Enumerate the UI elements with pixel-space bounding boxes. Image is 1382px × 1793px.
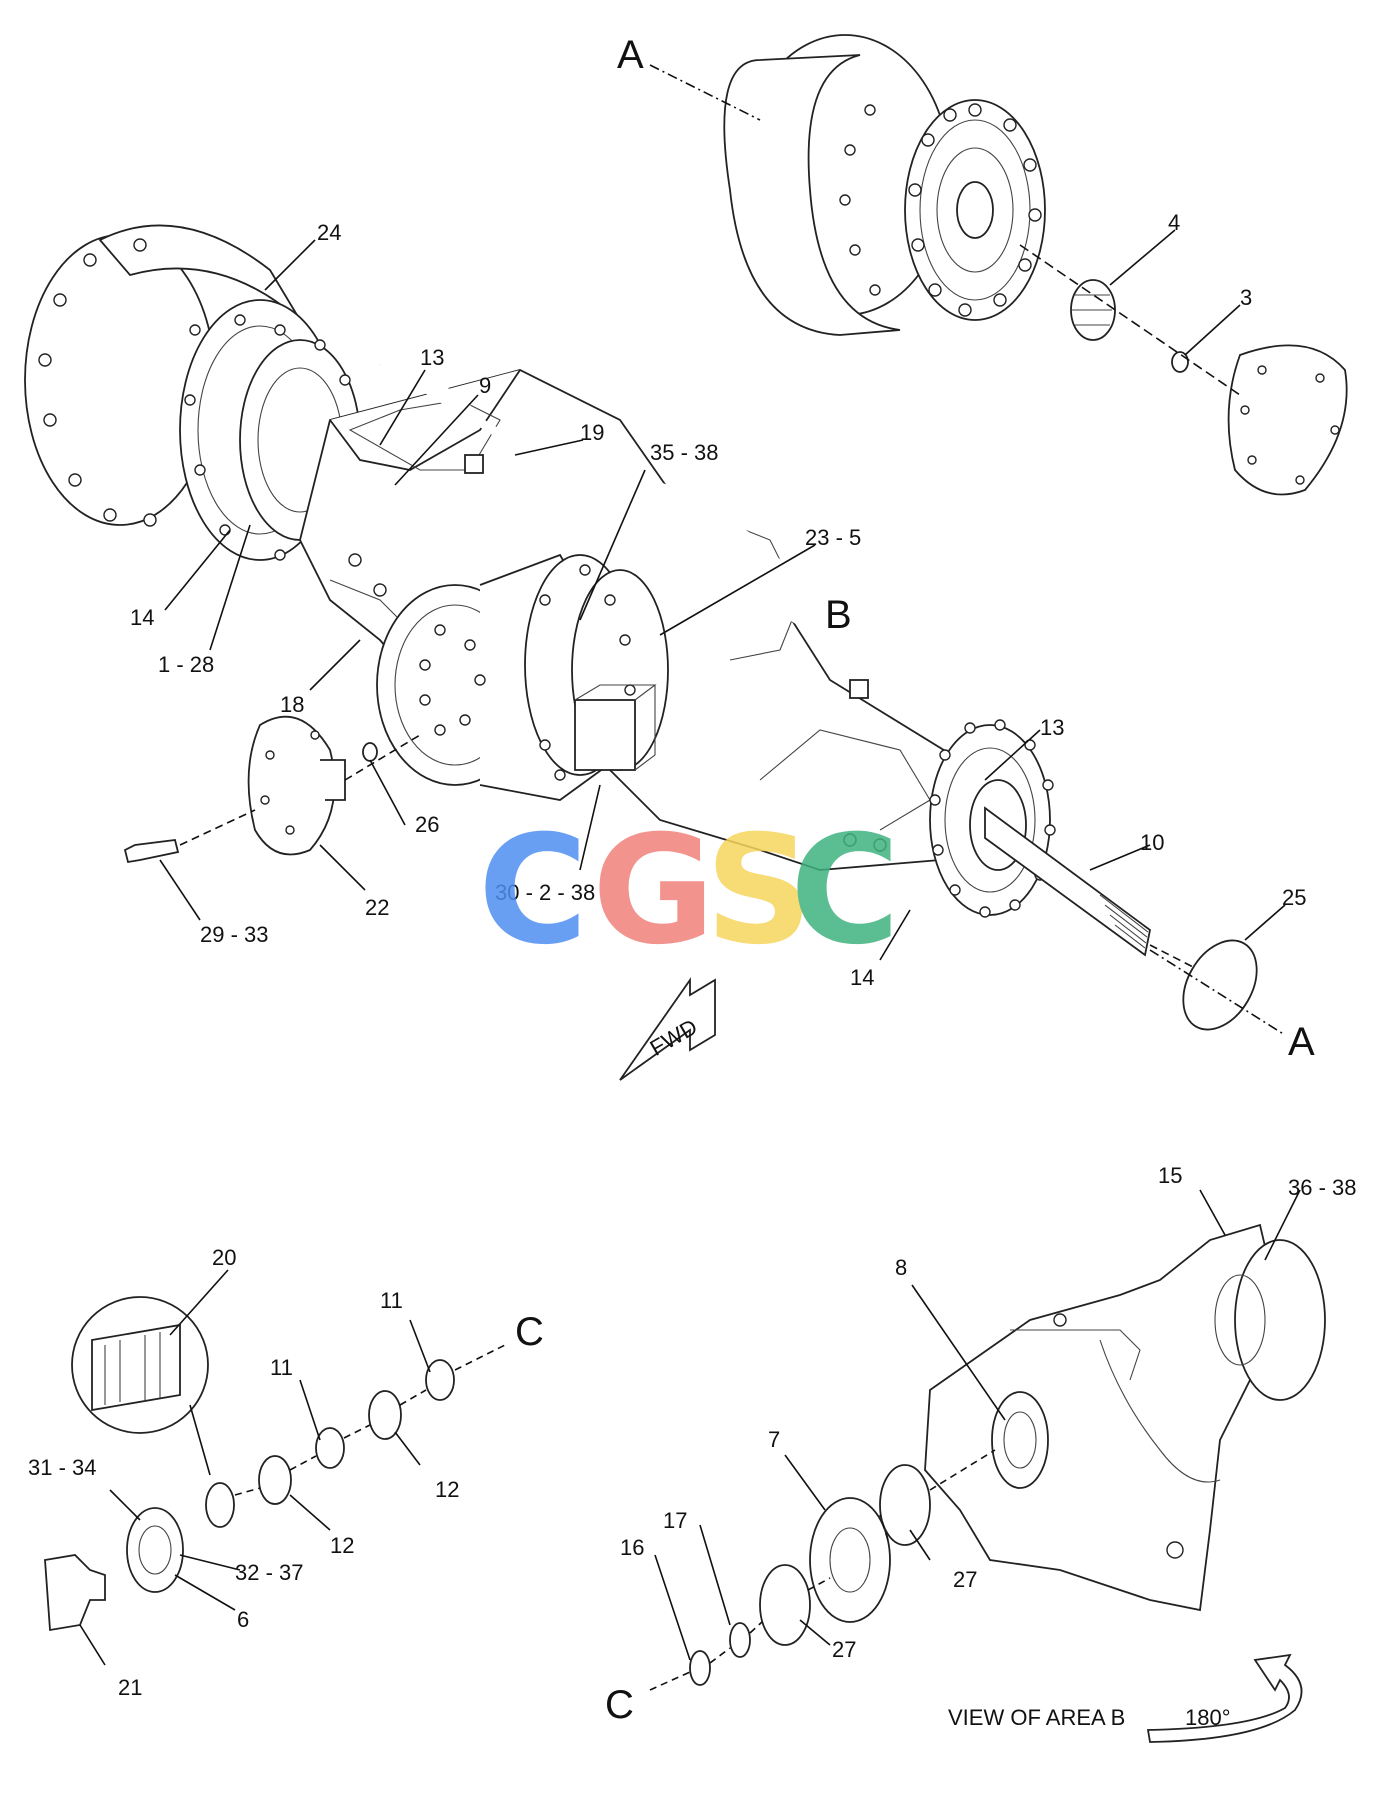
watermark: C G S C	[478, 804, 900, 978]
seal-ring-20	[205, 1482, 235, 1528]
label-12-right: 12	[435, 1477, 459, 1502]
label-15: 15	[1158, 1163, 1182, 1188]
ring-12a	[258, 1455, 292, 1505]
label-26: 26	[415, 812, 439, 837]
label-3: 3	[1240, 285, 1252, 310]
label-12-left: 12	[330, 1533, 354, 1558]
callout-labels: A A B C C 24 13 9 19 35 - 38 23 - 5 14 1…	[28, 33, 1357, 1730]
label-c-right: C	[605, 1683, 634, 1727]
ring-11b	[425, 1359, 455, 1401]
yoke-flange	[247, 715, 346, 856]
label-11-right: 11	[380, 1288, 403, 1313]
label-6: 6	[237, 1607, 249, 1632]
label-16: 16	[620, 1535, 644, 1560]
o-ring-25	[1182, 939, 1258, 1031]
axle-shaft	[984, 806, 1151, 957]
gasket-27a	[879, 1464, 931, 1546]
label-10: 10	[1140, 830, 1164, 855]
label-9: 9	[479, 373, 491, 398]
differential-housing-view-b	[924, 1223, 1326, 1612]
label-35-38: 35 - 38	[650, 440, 719, 465]
label-14-right: 14	[850, 965, 874, 990]
ring-16	[689, 1650, 711, 1686]
label-32-37: 32 - 37	[235, 1560, 304, 1585]
yoke-21	[44, 1554, 106, 1632]
label-27-right: 27	[953, 1567, 977, 1592]
label-a-bottom: A	[1288, 1020, 1315, 1064]
seal-17	[729, 1622, 751, 1658]
label-7: 7	[768, 1427, 780, 1452]
watermark-letter-1: C	[478, 804, 588, 978]
retainer-6	[126, 1507, 184, 1593]
label-17: 17	[663, 1508, 687, 1533]
watermark-letter-2: G	[592, 804, 715, 978]
label-30-2-38: 30 - 2 - 38	[495, 880, 595, 905]
label-31-34: 31 - 34	[28, 1455, 97, 1480]
rotation-label: 180°	[1185, 1705, 1231, 1730]
label-36-38: 36 - 38	[1288, 1175, 1357, 1200]
forward-arrow: FWD	[619, 977, 716, 1081]
label-25: 25	[1282, 885, 1306, 910]
rotation-arrow	[1146, 1653, 1303, 1743]
label-22: 22	[365, 895, 389, 920]
view-caption: VIEW OF AREA B	[948, 1705, 1125, 1730]
label-21: 21	[118, 1675, 142, 1700]
pinion-gear	[1070, 279, 1116, 341]
o-ring-26	[362, 742, 378, 762]
label-a-top: A	[617, 33, 644, 77]
label-11-left: 11	[270, 1355, 293, 1380]
final-drive-assembly	[723, 34, 1046, 336]
differential-carrier	[376, 553, 669, 801]
ring-12b	[368, 1390, 402, 1440]
bolt-29-33	[123, 839, 180, 864]
flange-7	[809, 1497, 891, 1623]
label-24: 24	[317, 220, 341, 245]
label-1-28: 1 - 28	[158, 652, 214, 677]
seal-detail-circle	[71, 1296, 209, 1434]
label-8: 8	[895, 1255, 907, 1280]
label-c-left: C	[515, 1310, 544, 1354]
gasket-27b	[759, 1564, 811, 1646]
label-20: 20	[212, 1245, 236, 1270]
label-19: 19	[580, 420, 604, 445]
watermark-letter-4: C	[790, 804, 900, 978]
leader-lines	[79, 64, 1301, 1666]
label-23-5: 23 - 5	[805, 525, 861, 550]
label-14-left: 14	[130, 605, 154, 630]
label-4: 4	[1168, 210, 1180, 235]
label-27-left: 27	[832, 1637, 856, 1662]
watermark-letter-3: S	[705, 804, 813, 978]
label-29-33: 29 - 33	[200, 922, 269, 947]
cover-plate	[1227, 344, 1348, 496]
label-18: 18	[280, 692, 304, 717]
ring-11a	[315, 1427, 345, 1469]
label-b: B	[825, 593, 852, 637]
label-13-lower: 13	[1040, 715, 1064, 740]
brake-tube	[379, 362, 993, 747]
label-13-upper: 13	[420, 345, 444, 370]
